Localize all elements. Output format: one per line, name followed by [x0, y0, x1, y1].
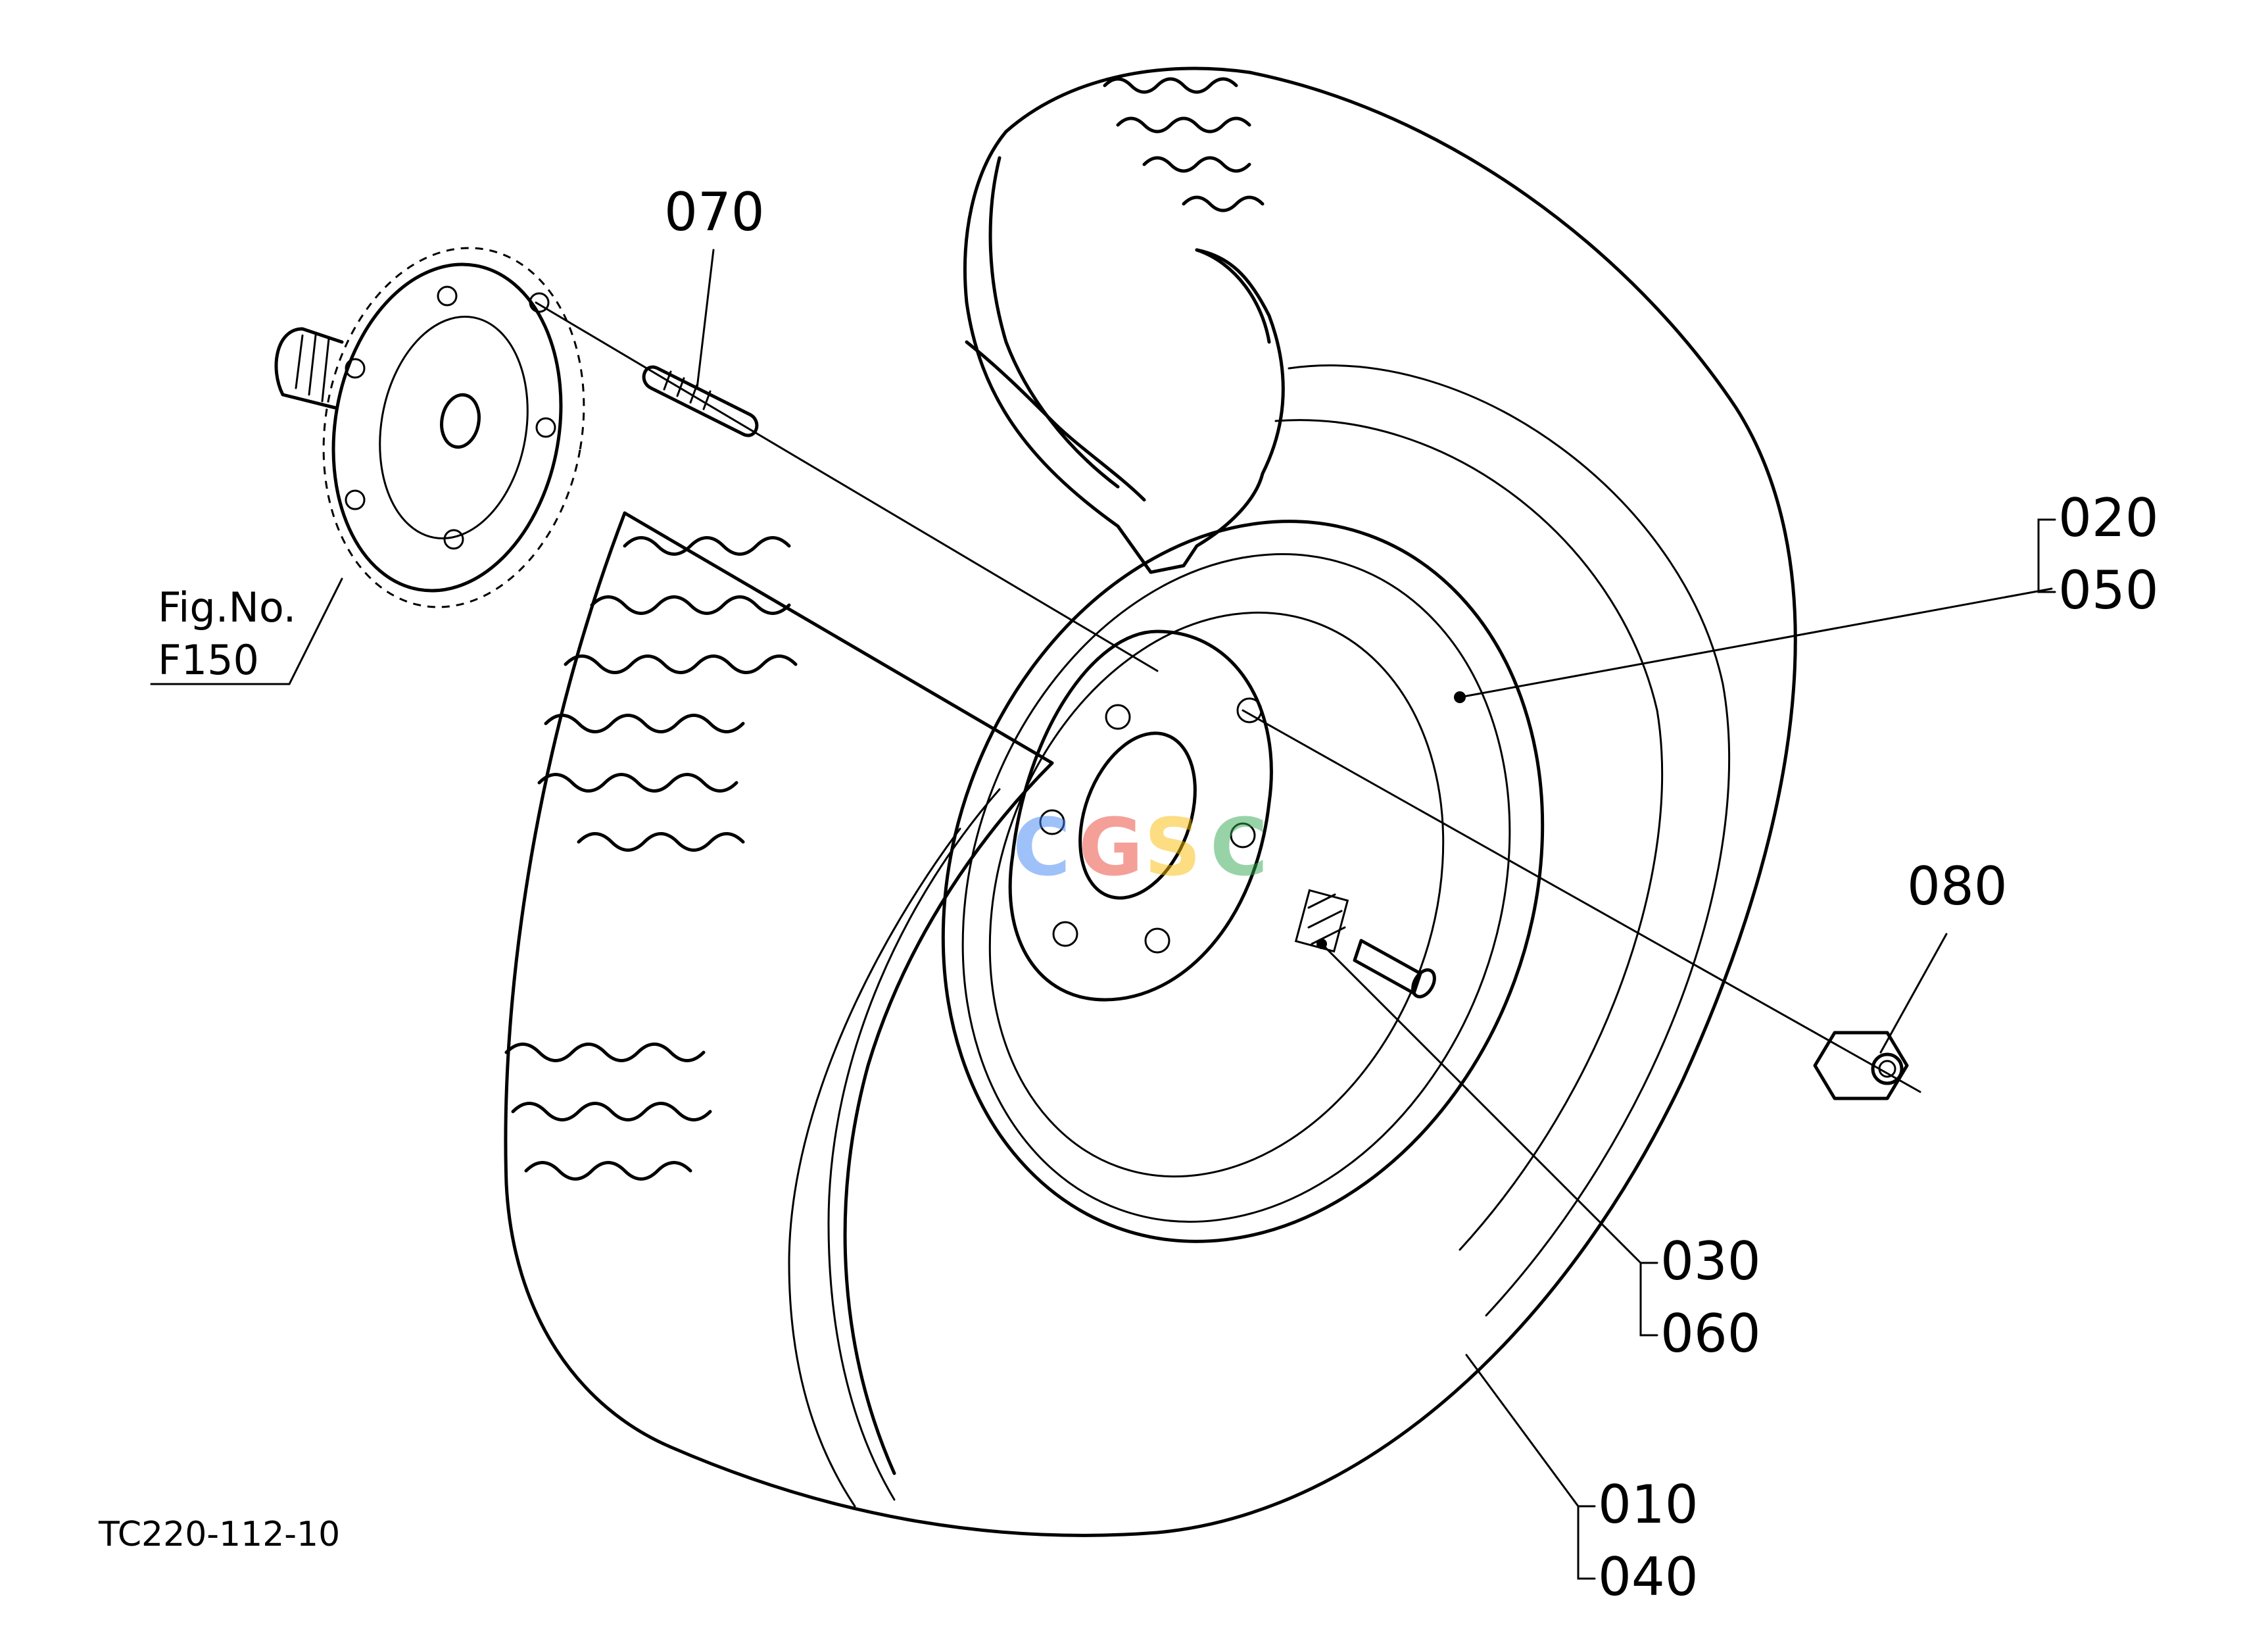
watermark-letter-4: C — [1210, 802, 1268, 894]
tire-cutaway — [963, 130, 1285, 574]
wheel-nut — [1813, 1031, 1909, 1100]
callout-070: 070 — [664, 182, 765, 243]
callout-030: 030 — [1660, 1231, 1761, 1292]
callout-020: 020 — [2058, 487, 2159, 549]
tire-outline — [504, 66, 1797, 1537]
leader-070 — [696, 249, 715, 389]
callout-060: 060 — [1660, 1303, 1761, 1364]
watermark-letter-2: G — [1078, 802, 1144, 894]
leader-030-060 — [1320, 943, 1658, 1337]
tread-pattern — [504, 77, 1265, 1181]
wheel-rim — [941, 520, 1545, 1243]
leader-fig-ref — [150, 578, 343, 685]
callout-010: 010 — [1598, 1474, 1699, 1535]
leader-010-040 — [1465, 1354, 1596, 1580]
fig-ref-line2: F150 — [158, 636, 259, 684]
valve-stem — [1353, 939, 1436, 998]
hub-reference — [274, 247, 585, 608]
stud-axis-line — [535, 301, 1159, 672]
watermark-letter-3: S — [1144, 802, 1201, 894]
nut-axis-line — [1242, 709, 1921, 1093]
callout-040: 040 — [1598, 1546, 1699, 1608]
drawing-id: TC220-112-10 — [98, 1515, 340, 1554]
callout-050: 050 — [2058, 560, 2159, 621]
watermark: C G S C — [1013, 802, 1268, 894]
leader-020-050 — [1459, 518, 2056, 699]
callout-080: 080 — [1907, 856, 2008, 917]
watermark-letter-1: C — [1013, 802, 1071, 894]
tire-assembly — [504, 66, 1797, 1537]
leader-080 — [1879, 933, 1948, 1054]
fig-ref-line1: Fig.No. — [158, 583, 296, 631]
wheel-disc — [1008, 629, 1273, 1002]
